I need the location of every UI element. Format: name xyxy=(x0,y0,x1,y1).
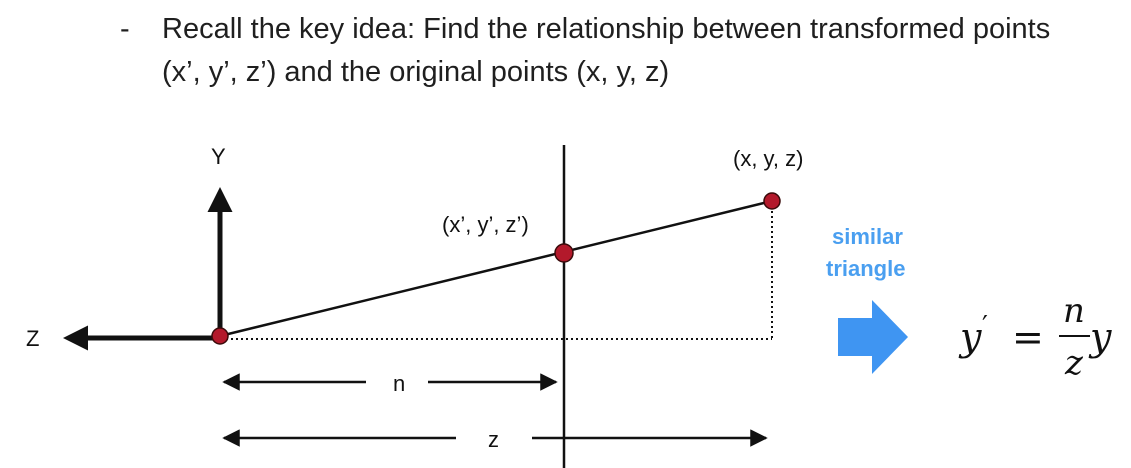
near-distance-label: n xyxy=(393,371,405,396)
formula-lhs: y xyxy=(958,315,982,359)
formula-trailing: y xyxy=(1088,315,1112,359)
projected-point xyxy=(554,243,574,263)
depth-distance-label: z xyxy=(488,427,499,452)
projection-ray xyxy=(219,199,773,338)
z-axis-label: Z xyxy=(26,326,39,351)
y-axis-label: Y xyxy=(211,144,226,169)
formula: y ′ = n z y xyxy=(958,291,1112,383)
bullet-dash: - xyxy=(120,13,130,45)
bullet-point: - Recall the key idea: Find the relation… xyxy=(120,8,1080,94)
formula-denominator: z xyxy=(1064,343,1084,383)
triangle-label: triangle xyxy=(826,256,905,281)
similar-label: similar xyxy=(832,224,903,249)
similar-triangle-arrow-icon xyxy=(838,300,908,374)
original-point-label: (x, y, z) xyxy=(733,146,803,171)
formula-numerator: n xyxy=(1063,291,1085,331)
formula-equals: = xyxy=(1012,315,1044,359)
formula-prime: ′ xyxy=(982,311,988,341)
original-point xyxy=(763,192,781,210)
origin-point xyxy=(211,327,229,345)
projected-point-label: (x’, y’, z’) xyxy=(442,212,529,237)
bullet-text: Recall the key idea: Find the relationsh… xyxy=(162,13,1051,88)
